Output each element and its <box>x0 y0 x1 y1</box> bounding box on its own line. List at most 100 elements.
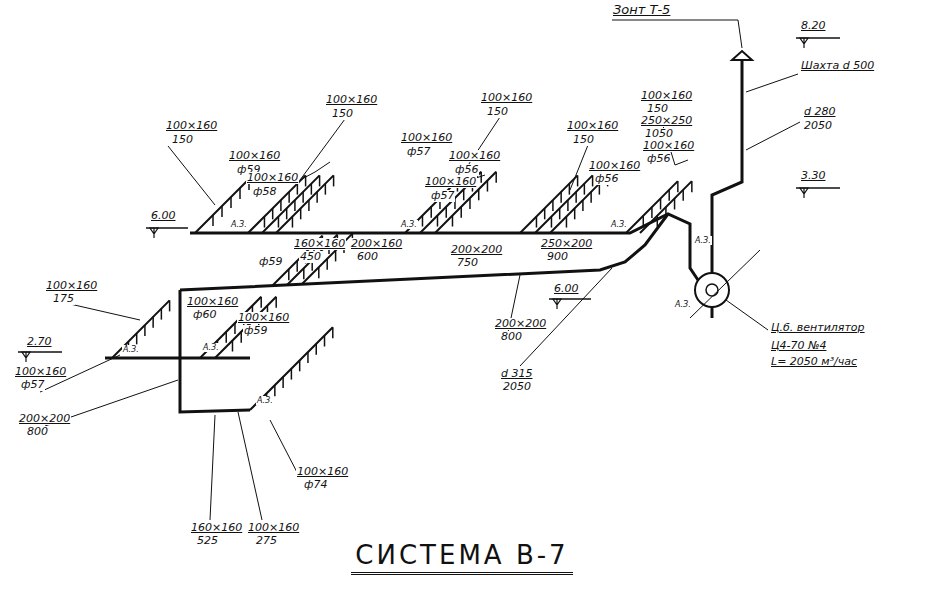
duct <box>711 307 714 318</box>
leader-line <box>746 122 800 150</box>
grille-tick <box>240 332 242 343</box>
dimension-label: 2050 <box>502 381 532 393</box>
dimension-label: Ц4-70 №4 <box>770 340 827 352</box>
dimension-label: 160×160 <box>190 522 243 534</box>
dimension-label: 3.30 <box>800 170 827 182</box>
dimension-label: 100×160 <box>165 120 218 132</box>
dimension-label: 100×160 <box>45 280 98 292</box>
grille-tick <box>278 217 280 228</box>
dimension-label: 100×160 <box>642 140 695 152</box>
dimension-label: 200×200 <box>494 318 547 330</box>
dimension-label: 800 <box>500 331 523 343</box>
dimension-label: 100×160 <box>186 296 239 308</box>
grille-tick <box>584 184 586 195</box>
leader-line <box>300 119 345 180</box>
grille-tick <box>668 190 670 201</box>
grille-tick <box>307 352 309 363</box>
grille-tick <box>296 261 298 272</box>
grille-tick <box>239 188 241 199</box>
grille-tick <box>316 192 318 203</box>
grille-tick <box>599 184 601 195</box>
grille-tick <box>574 208 576 219</box>
branch-combs <box>112 172 692 410</box>
dimension-label: 900 <box>546 251 569 263</box>
grille-tick <box>682 190 684 201</box>
dimension-label: d 315 <box>500 368 533 380</box>
grille-tick <box>469 198 471 209</box>
branch-duct <box>640 181 692 233</box>
branch-duct <box>535 175 593 233</box>
grille-tick <box>575 192 577 203</box>
grille-tick <box>324 335 326 346</box>
dimension-label: 160×160 <box>293 238 346 250</box>
dimension-label: 100×160 <box>325 94 378 106</box>
grille-tick <box>300 208 302 219</box>
grille-tick <box>292 217 294 228</box>
leader-line <box>70 304 140 320</box>
grille-tick <box>152 317 154 328</box>
branch-duct <box>520 175 578 233</box>
grille-tick <box>335 250 337 261</box>
dimension-label: 100×160 <box>566 120 619 132</box>
dimension-label: 100×160 <box>246 172 299 184</box>
grille-tick <box>559 208 561 219</box>
dimension-label: ф57 <box>20 379 45 391</box>
fan-hub <box>706 284 718 296</box>
dimension-label: 200×200 <box>450 244 503 256</box>
grille-tick <box>332 327 334 338</box>
leader-line <box>238 412 262 520</box>
dimension-label: 8.20 <box>800 20 827 32</box>
system-title: СИСТЕМА В-7 <box>351 540 572 575</box>
grille-tick <box>275 297 277 308</box>
dimension-label: 100×160 <box>640 90 693 102</box>
dimension-label: 2050 <box>803 120 833 132</box>
grille-tick <box>487 181 489 192</box>
dimension-label: 250×250 <box>640 115 693 127</box>
grille-tick <box>315 344 317 355</box>
leader-line <box>746 74 798 92</box>
damper-mark: А.З. <box>122 345 140 354</box>
leader-line <box>612 20 742 48</box>
grille-tick <box>288 269 290 280</box>
grille-tick <box>590 192 592 203</box>
grille-tick <box>161 309 163 320</box>
dimension-label: ф57 <box>406 146 431 158</box>
dimension-label: 100×160 <box>588 160 641 172</box>
dimension-label: 525 <box>196 535 219 547</box>
grille-tick <box>297 184 299 195</box>
dimension-label: 100×160 <box>424 176 477 188</box>
dimension-label: 250×200 <box>540 238 593 250</box>
dimension-label: 275 <box>255 535 278 547</box>
dimension-label: ф59 <box>243 325 268 337</box>
elevation-triangle <box>22 352 30 362</box>
dimension-label: L= 2050 м³/час <box>770 356 858 368</box>
branch-duct <box>112 300 170 358</box>
grille-tick <box>286 208 288 219</box>
grille-tick <box>495 172 497 183</box>
grille-tick <box>274 385 276 396</box>
dimension-label: 150 <box>486 106 509 118</box>
grille-tick <box>577 175 579 186</box>
dimension-label: 100×160 <box>14 366 67 378</box>
grille-tick <box>144 325 146 336</box>
grille-tick <box>234 323 236 334</box>
dimension-label: ф74 <box>303 479 328 491</box>
duct <box>180 290 250 412</box>
grille-tick <box>566 217 568 228</box>
damper-mark: А.З. <box>230 220 248 229</box>
dimension-label: ф56 <box>594 173 619 185</box>
fan-symbol <box>695 273 729 307</box>
damper-mark: А.З. <box>694 236 712 245</box>
elevation-triangle <box>150 228 158 238</box>
dimension-label: 600 <box>356 251 379 263</box>
grille-tick <box>303 268 305 279</box>
grille-tick <box>280 200 282 211</box>
grille-tick <box>302 192 304 203</box>
grille-tick <box>232 341 234 352</box>
grille-tick <box>430 207 432 218</box>
dimension-label: 100×160 <box>237 312 290 324</box>
branch-duct <box>420 172 481 233</box>
dimension-label: ф59 <box>258 256 283 268</box>
dimension-label: ф58 <box>252 186 277 198</box>
